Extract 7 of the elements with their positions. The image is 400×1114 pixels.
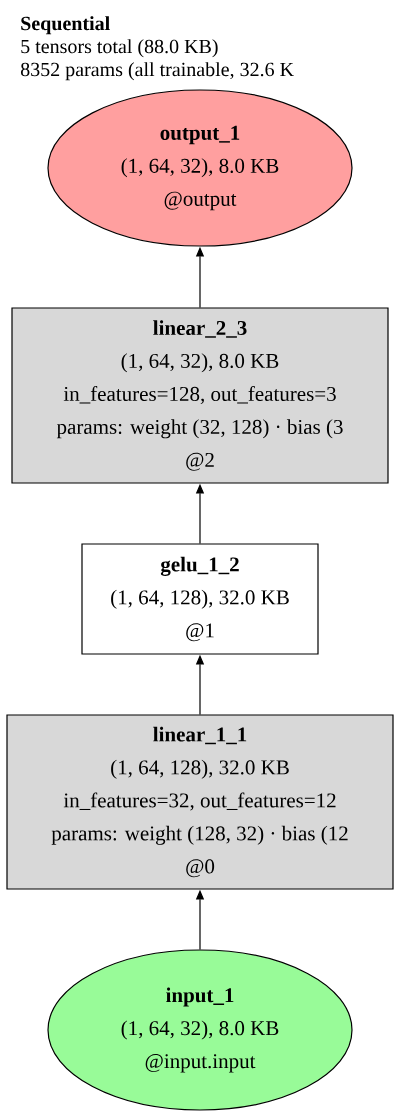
summary-text: 5 tensors total (88.0 KB)	[21, 39, 218, 58]
layer-box: gelu_1_2 (1, 64, 128), 32.0 KB @1	[81, 543, 319, 655]
layer-box: linear_2_3 (1, 64, 32), 8.0 KB in_features=128, out_features=3 params: weight (32, 128) · bias (3 @2	[11, 307, 389, 484]
graph-title: Sequential	[21, 16, 110, 35]
ellipse-node: output_1 (1, 64, 32), 8.0 KB @output	[47, 89, 353, 247]
ellipse-node: input_1 (1, 64, 32), 8.0 KB @input.input	[47, 949, 353, 1111]
layer-box: linear_1_1 (1, 64, 128), 32.0 KB in_features=32, out_features=12 params: weight (128, 32) · bias (12 @0	[6, 714, 394, 890]
